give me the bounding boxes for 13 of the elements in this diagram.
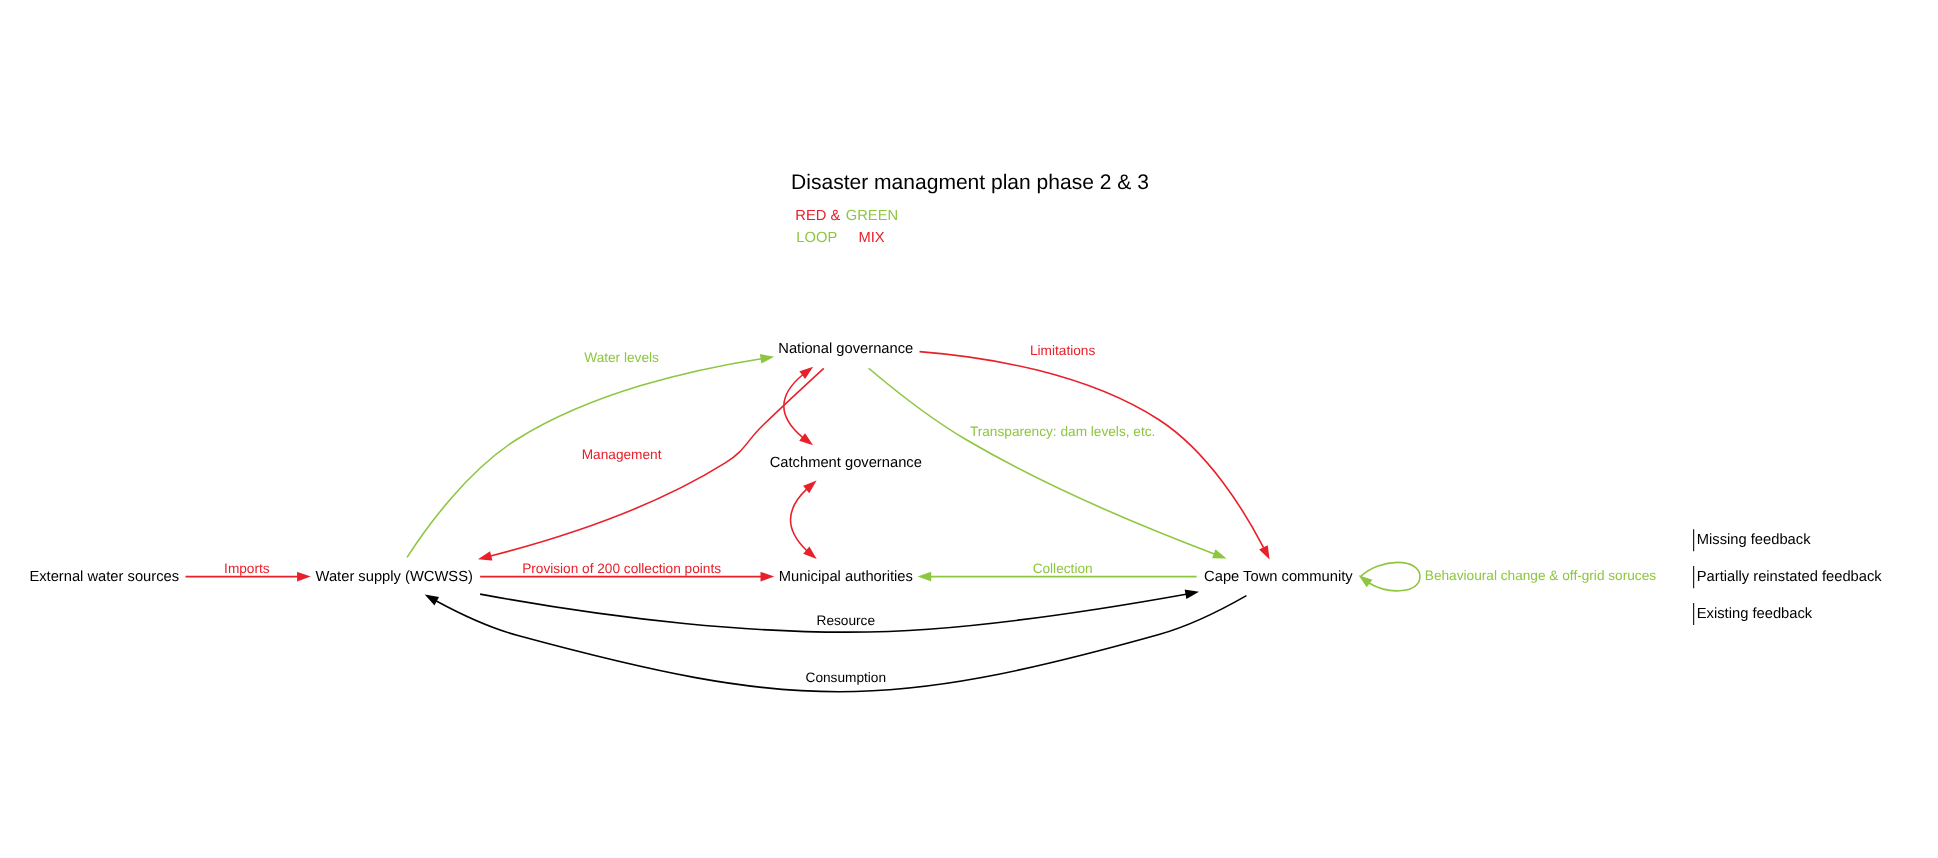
arrow bbox=[788, 479, 816, 559]
diagram-title: Disaster managment plan phase 2 & 3 bbox=[790, 170, 1148, 195]
arrow bbox=[476, 366, 824, 560]
arrow bbox=[866, 366, 1226, 558]
arrow bbox=[478, 588, 1198, 632]
arrow bbox=[917, 349, 1269, 559]
arrow bbox=[1357, 560, 1420, 591]
arrow bbox=[916, 570, 1197, 581]
arrow bbox=[183, 570, 310, 581]
arrow bbox=[423, 593, 1247, 692]
arrow bbox=[405, 353, 774, 558]
arrow bbox=[782, 365, 813, 445]
arrow bbox=[478, 570, 774, 581]
